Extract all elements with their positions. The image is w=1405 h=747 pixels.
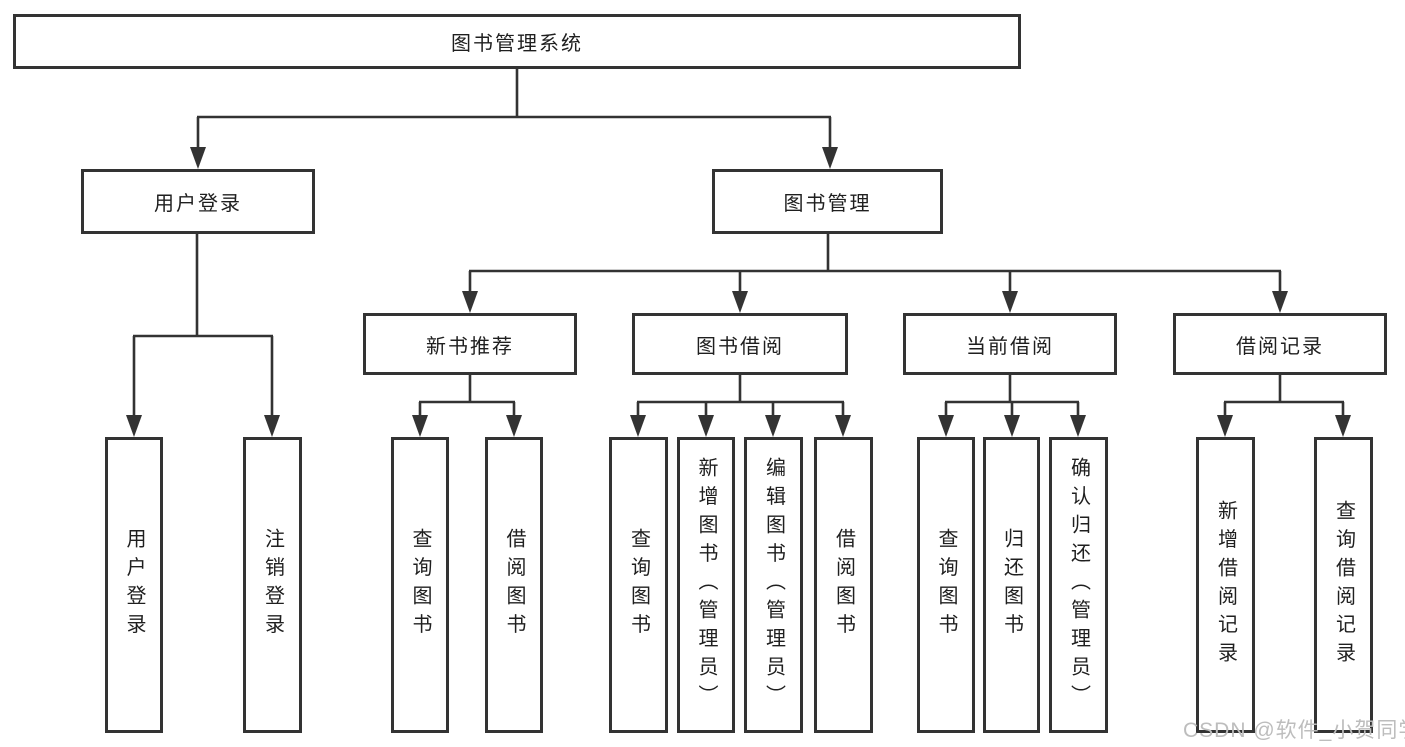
leaf-logout-login: 注销登录	[243, 437, 302, 733]
node-book-borrowing: 图书借阅	[632, 313, 848, 375]
node-new-book-recommend: 新书推荐	[363, 313, 577, 375]
node-current-borrowing: 当前借阅	[903, 313, 1117, 375]
arrowheads	[126, 147, 1351, 437]
node-library-system: 图书管理系统	[13, 14, 1021, 69]
leaf-add-borrow-record: 新增借阅记录	[1196, 437, 1255, 733]
leaf-edit-book-admin: 编辑图书（管理员）	[744, 437, 803, 733]
leaf-query-books-1: 查询图书	[391, 437, 449, 733]
leaf-borrow-books-1: 借阅图书	[485, 437, 543, 733]
leaf-query-books-3: 查询图书	[917, 437, 975, 733]
node-user-login: 用户登录	[81, 169, 315, 234]
node-borrow-records: 借阅记录	[1173, 313, 1387, 375]
leaf-query-books-2: 查询图书	[609, 437, 668, 733]
leaf-add-book-admin: 新增图书（管理员）	[677, 437, 735, 733]
node-book-management: 图书管理	[712, 169, 943, 234]
leaf-confirm-return-admin: 确认归还（管理员）	[1049, 437, 1108, 733]
csdn-watermark: CSDN @软件_小贺同学	[1183, 719, 1405, 742]
leaf-return-books: 归还图书	[983, 437, 1040, 733]
leaf-borrow-books-2: 借阅图书	[814, 437, 873, 733]
leaf-user-login: 用户登录	[105, 437, 163, 733]
leaf-query-borrow-record: 查询借阅记录	[1314, 437, 1373, 733]
